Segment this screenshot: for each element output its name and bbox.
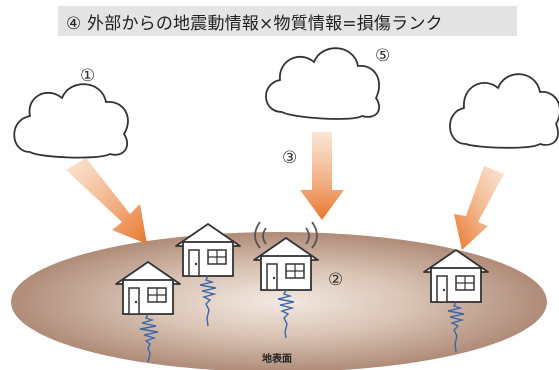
- diagram-title: ④ 外部からの地震動情報×物質情報=損傷ランク: [66, 14, 443, 34]
- cloud-icon-left: [13, 83, 129, 159]
- house-icon-1: [115, 261, 181, 315]
- house-icon-2: [175, 223, 241, 277]
- seismic-wave-icon-1: [139, 313, 159, 363]
- label-three: ③: [282, 148, 298, 168]
- house-icon-3: [253, 237, 319, 291]
- label-one: ①: [80, 66, 96, 86]
- seismic-wave-icon-3: [277, 289, 295, 339]
- seismic-wave-icon-4: [447, 301, 465, 353]
- label-two: ②: [328, 270, 344, 290]
- house-icon-4: [423, 249, 489, 303]
- arrow-right: [454, 166, 504, 250]
- cloud-icon-center: [265, 47, 381, 120]
- ground-surface-label: 地表面: [262, 354, 292, 365]
- signal-waves-icon: [254, 221, 318, 249]
- arrow-center: [300, 132, 344, 220]
- arrow-left: [66, 158, 147, 244]
- seismic-wave-icon-2: [199, 275, 217, 327]
- title-bar: [58, 6, 517, 36]
- cloud-icon-right: [449, 73, 559, 149]
- label-five: ⑤: [375, 46, 391, 66]
